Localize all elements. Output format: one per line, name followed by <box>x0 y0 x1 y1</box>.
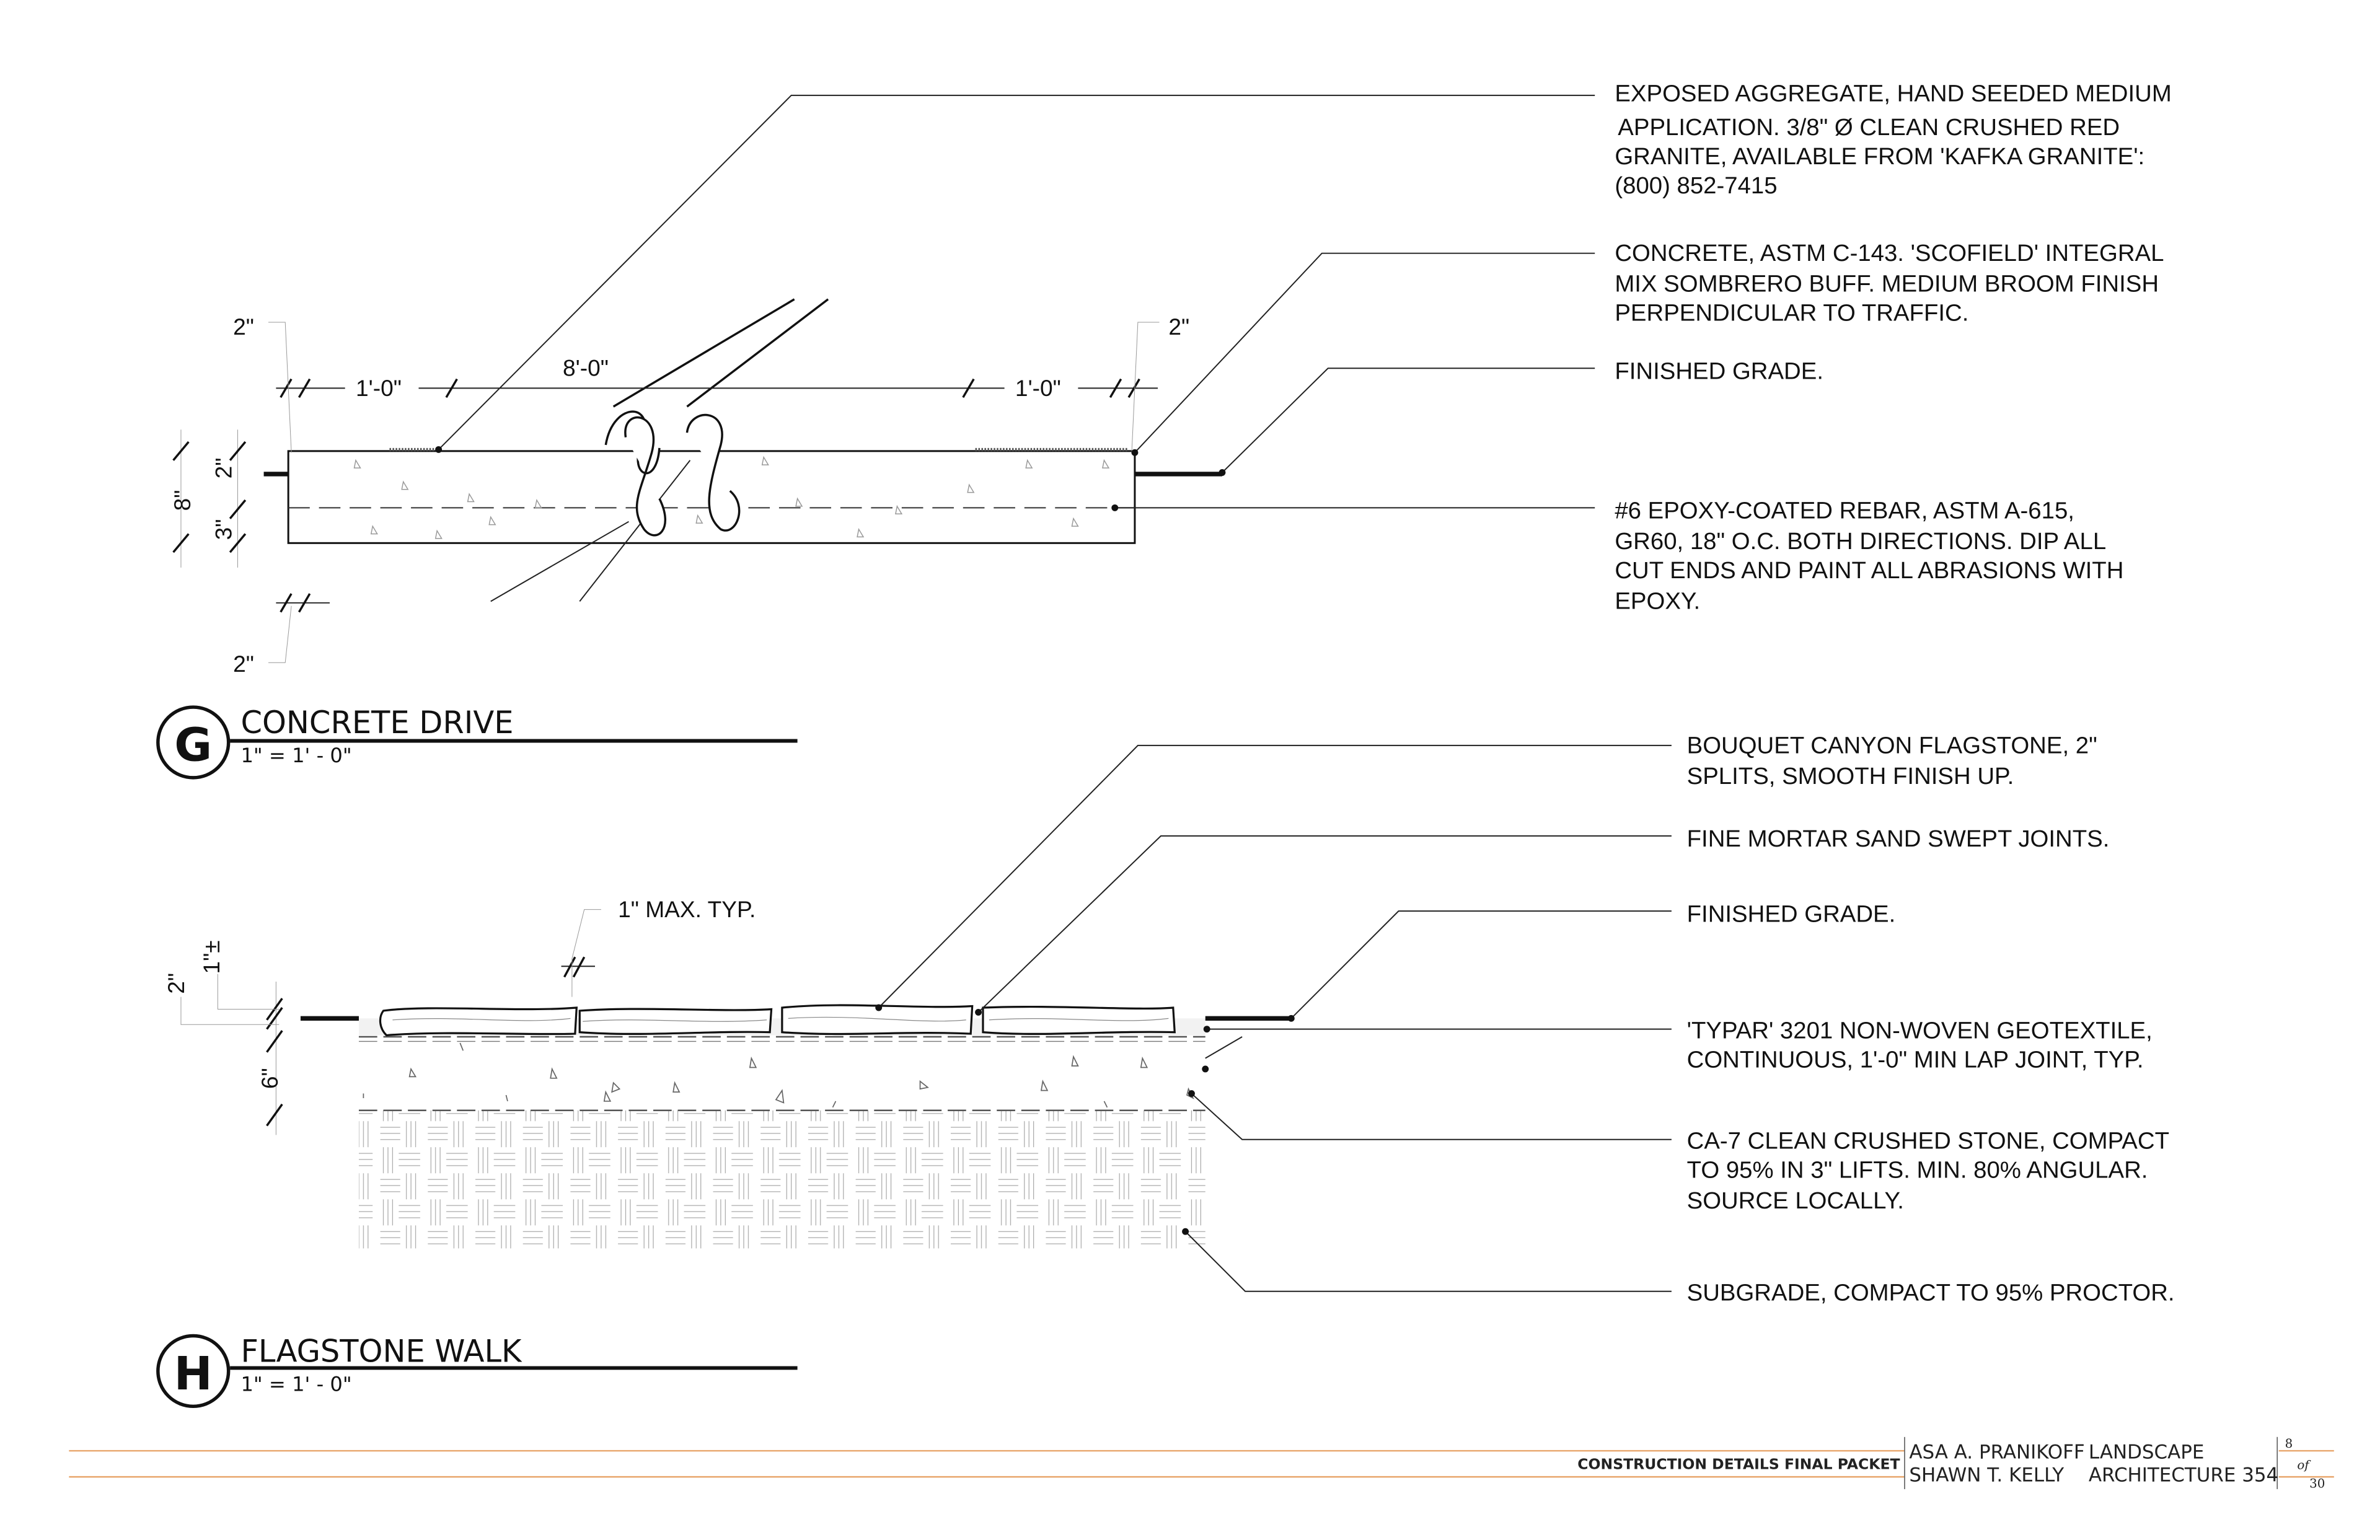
svg-text:PERPENDICULAR TO TRAFFIC.: PERPENDICULAR TO TRAFFIC. <box>1615 300 1968 327</box>
note-mortar-sand: FINE MORTAR SAND SWEPT JOINTS. <box>1687 825 2110 852</box>
note-finished-grade: FINISHED GRADE. <box>1615 358 1823 385</box>
svg-text:#6 EPOXY-COATED REBAR, ASTM A-: #6 EPOXY-COATED REBAR, ASTM A-615, <box>1615 498 2074 524</box>
sheet-total: 30 <box>2309 1476 2325 1490</box>
svg-text:'TYPAR' 3201 NON-WOVEN GEOTEXT: 'TYPAR' 3201 NON-WOVEN GEOTEXTILE, <box>1687 1017 2153 1044</box>
sheet-number: 8 <box>2285 1437 2293 1451</box>
dim-right-1ft: 1'-0" <box>1015 375 1061 401</box>
sheet-of: of <box>2297 1458 2311 1472</box>
svg-text:SPLITS, SMOOTH FINISH UP.: SPLITS, SMOOTH FINISH UP. <box>1687 763 2014 790</box>
svg-text:SOURCE LOCALLY.: SOURCE LOCALLY. <box>1687 1187 1904 1214</box>
svg-text:GR60, 18" O.C. BOTH DIRECTIONS: GR60, 18" O.C. BOTH DIRECTIONS. DIP ALL <box>1615 528 2106 555</box>
detail-h-flagstone-walk: 1" MAX. TYP. 1"± 2" 6" BOUQUET CANYON FL… <box>156 732 2175 1409</box>
note-finished-grade-h: FINISHED GRADE. <box>1687 900 1896 927</box>
packet-title: CONSTRUCTION DETAILS FINAL PACKET <box>1577 1456 1900 1473</box>
dim-rebar-to-bottom: 3" <box>211 519 237 540</box>
detail-title-g: CONCRETE DRIVE <box>240 705 513 741</box>
detail-marker-h <box>156 1334 231 1409</box>
subgrade-hatch <box>358 1110 1205 1249</box>
dim-bottom-left-2in: 2" <box>233 651 254 677</box>
dim-span: 8'-0" <box>563 355 609 381</box>
detail-g-concrete-drive: 1'-0" 8'-0" 1'-0" 2" 2" 2" 8" 2" 3" EXPO… <box>156 81 2172 780</box>
note-exposed-aggregate: EXPOSED AGGREGATE, HAND SEEDED MEDIUM AP… <box>1615 81 2171 199</box>
crushed-stone-hatch <box>363 1042 1194 1108</box>
svg-text:H: H <box>174 1347 213 1401</box>
svg-text:CONTINUOUS, 1'-0" MIN LAP JOIN: CONTINUOUS, 1'-0" MIN LAP JOINT, TYP. <box>1687 1046 2144 1073</box>
note-concrete: CONCRETE, ASTM C-143. 'SCOFIELD' INTEGRA… <box>1615 240 2164 326</box>
svg-text:(800) 852-7415: (800) 852-7415 <box>1615 172 1777 199</box>
course-line-2: ARCHITECTURE 354 <box>2089 1464 2278 1487</box>
flagstones <box>379 1004 1176 1037</box>
svg-text:CUT ENDS AND PAINT ALL ABRASIO: CUT ENDS AND PAINT ALL ABRASIONS WITH <box>1615 557 2123 584</box>
dim-left-1ft: 1'-0" <box>356 375 402 401</box>
svg-text:CONCRETE, ASTM C-143. 'SCOFIE: CONCRETE, ASTM C-143. 'SCOFIELD' INTEGRA… <box>1615 240 2164 266</box>
leader-lines <box>438 94 1595 509</box>
dim-top-left-2in: 2" <box>233 314 254 340</box>
title-block: CONSTRUCTION DETAILS FINAL PACKET ASA A.… <box>69 1437 2334 1490</box>
dim-joint: 1" MAX. TYP. <box>618 896 756 922</box>
detail-title-h: FLAGSTONE WALK <box>240 1334 522 1370</box>
aggregate-hatch <box>353 455 1110 539</box>
author-2: SHAWN T. KELLY <box>1909 1464 2064 1487</box>
note-subgrade: SUBGRADE, COMPACT TO 95% PROCTOR. <box>1687 1280 2175 1306</box>
course-line-1: LANDSCAPE <box>2089 1441 2205 1463</box>
note-rebar: #6 EPOXY-COATED REBAR, ASTM A-615, GR60,… <box>1615 498 2123 615</box>
detail-scale-g: 1" = 1' - 0" <box>240 744 351 767</box>
dim-top-right-2in: 2" <box>1168 314 1189 340</box>
svg-text:BOUQUET CANYON FLAGSTONE, 2": BOUQUET CANYON FLAGSTONE, 2" <box>1687 732 2097 759</box>
note-crushed-stone: CA-7 CLEAN CRUSHED STONE, COMPACT TO 95%… <box>1687 1128 2169 1214</box>
detail-marker-g <box>156 705 231 780</box>
svg-text:MIX SOMBRERO BUFF. MEDIUM BRO: MIX SOMBRERO BUFF. MEDIUM BROOM FINISH <box>1615 271 2159 297</box>
note-flagstone: BOUQUET CANYON FLAGSTONE, 2" SPLITS, SMO… <box>1687 732 2097 789</box>
svg-text:APPLICATION. 3/8" Ø CLEAN CRU: APPLICATION. 3/8" Ø CLEAN CRUSHED RED <box>1618 114 2120 141</box>
dim-top-to-rebar: 2" <box>211 458 237 479</box>
svg-text:EXPOSED AGGREGATE, HAND SEEDED: EXPOSED AGGREGATE, HAND SEEDED MEDIUM <box>1615 81 2171 107</box>
svg-text:GRANITE, AVAILABLE FROM 'KAFKA: GRANITE, AVAILABLE FROM 'KAFKA GRANITE': <box>1615 143 2144 170</box>
svg-text:EPOXY.: EPOXY. <box>1615 588 1700 615</box>
note-geotextile: 'TYPAR' 3201 NON-WOVEN GEOTEXTILE, CONTI… <box>1687 1017 2153 1073</box>
author-1: ASA A. PRANIKOFF <box>1909 1441 2084 1463</box>
svg-text:G: G <box>174 718 212 772</box>
dim-stone: 2" <box>163 973 189 994</box>
dim-sand: 1"± <box>198 940 224 974</box>
svg-text:CA-7 CLEAN CRUSHED STONE, COMP: CA-7 CLEAN CRUSHED STONE, COMPACT <box>1687 1128 2169 1155</box>
dim-base: 6" <box>257 1068 283 1089</box>
dim-total-depth: 8" <box>169 490 195 511</box>
detail-scale-h: 1" = 1' - 0" <box>240 1373 351 1396</box>
svg-text:TO 95% IN 3" LIFTS. MIN. 80%: TO 95% IN 3" LIFTS. MIN. 80% ANGULAR. <box>1687 1157 2148 1184</box>
leader-lines-h <box>878 744 1672 1292</box>
